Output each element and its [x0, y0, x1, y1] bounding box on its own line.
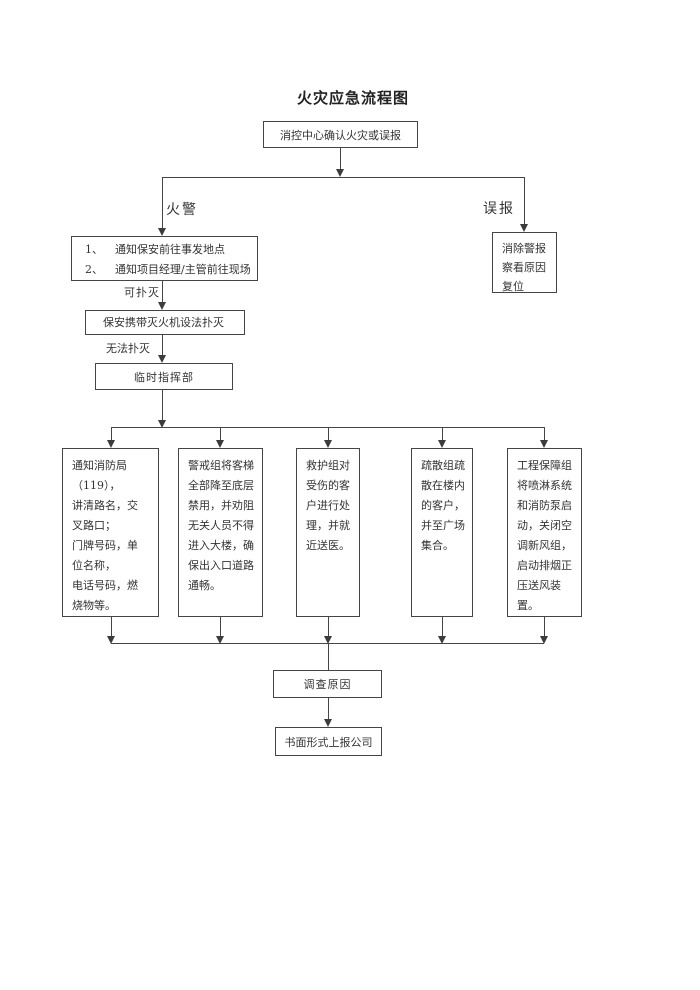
connector-line — [220, 427, 221, 441]
connector-line — [340, 148, 341, 170]
page-title: 火灾应急流程图 — [296, 89, 409, 107]
start-node-fire-control-center: 消控中心确认火灾或误报 — [263, 121, 418, 148]
arrowhead-down-icon — [107, 636, 115, 644]
connector-line — [328, 427, 329, 441]
connector-line — [220, 617, 221, 637]
connector-line — [328, 698, 329, 720]
arrowhead-down-icon — [540, 636, 548, 644]
edge-label-extinguishable: 可扑灭 — [124, 286, 160, 299]
arrowhead-down-icon — [158, 228, 166, 236]
node-clear-alarm-reset: 消除警报察看原因复位 — [492, 232, 557, 293]
connector-line — [162, 390, 163, 420]
arrowhead-down-icon — [438, 440, 446, 448]
connector-line — [162, 177, 163, 229]
node-written-report-to-company: 书面形式上报公司 — [275, 727, 382, 756]
node-security-cordon-team: 警戒组将客梯全部降至底层禁用，并劝阻无关人员不得进入大楼，确保出入口道路通畅。 — [178, 448, 263, 617]
arrowhead-down-icon — [540, 440, 548, 448]
branch-label-fire: 火警 — [166, 202, 198, 218]
notify-item-text: 通知保安前往事发地点 — [115, 243, 225, 256]
connector-line — [111, 427, 112, 441]
connector-line — [544, 617, 545, 637]
notify-item-text: 通知项目经理/主管前往现场 — [115, 263, 251, 276]
connector-line — [544, 427, 545, 441]
arrowhead-down-icon — [158, 302, 166, 310]
notify-item: 1、通知保安前往事发地点 — [85, 240, 257, 260]
node-temporary-command-post: 临时指挥部 — [95, 363, 233, 390]
branch-label-false-alarm: 误报 — [483, 201, 515, 217]
connector-line — [442, 427, 443, 441]
collector-line — [111, 643, 544, 644]
arrowhead-down-icon — [107, 440, 115, 448]
edge-label-not-extinguishable: 无法扑灭 — [106, 342, 150, 355]
arrowhead-down-icon — [216, 636, 224, 644]
node-security-extinguish: 保安携带灭火机设法扑灭 — [85, 310, 245, 335]
node-investigate-cause: 调查原因 — [273, 670, 382, 698]
connector-line — [162, 335, 163, 356]
notify-item-marker: 1、 — [85, 243, 103, 256]
arrowhead-down-icon — [158, 420, 166, 428]
arrowhead-down-icon — [324, 636, 332, 644]
notify-item: 2、通知项目经理/主管前往现场 — [85, 260, 257, 280]
connector-line — [111, 617, 112, 637]
node-notify-fire-department: 通知消防局（119），讲清路名，交叉路口；门牌号码，单位名称，电话号码，燃烧物等… — [62, 448, 159, 617]
arrowhead-down-icon — [158, 355, 166, 363]
connector-line — [328, 617, 329, 637]
node-rescue-team: 救护组对受伤的客户进行处理，并就近送医。 — [296, 448, 360, 617]
branch-line — [162, 177, 524, 178]
arrowhead-down-icon — [324, 440, 332, 448]
notify-item-marker: 2、 — [85, 263, 103, 276]
connector-line — [328, 643, 329, 670]
distribution-line — [111, 427, 544, 428]
arrowhead-down-icon — [324, 719, 332, 727]
node-evacuation-team: 疏散组疏散在楼内的客户，并至广场集合。 — [411, 448, 473, 617]
arrowhead-down-icon — [336, 169, 344, 177]
node-notify-security-and-manager: 1、通知保安前往事发地点 2、通知项目经理/主管前往现场 — [71, 236, 258, 281]
arrowhead-down-icon — [438, 636, 446, 644]
arrowhead-down-icon — [520, 224, 528, 232]
connector-line — [162, 281, 163, 303]
connector-line — [442, 617, 443, 637]
connector-line — [524, 177, 525, 225]
arrowhead-down-icon — [216, 440, 224, 448]
node-engineering-support-team: 工程保障组将喷淋系统和消防泵启动，关闭空调新风组，启动排烟正压送风装置。 — [507, 448, 582, 617]
